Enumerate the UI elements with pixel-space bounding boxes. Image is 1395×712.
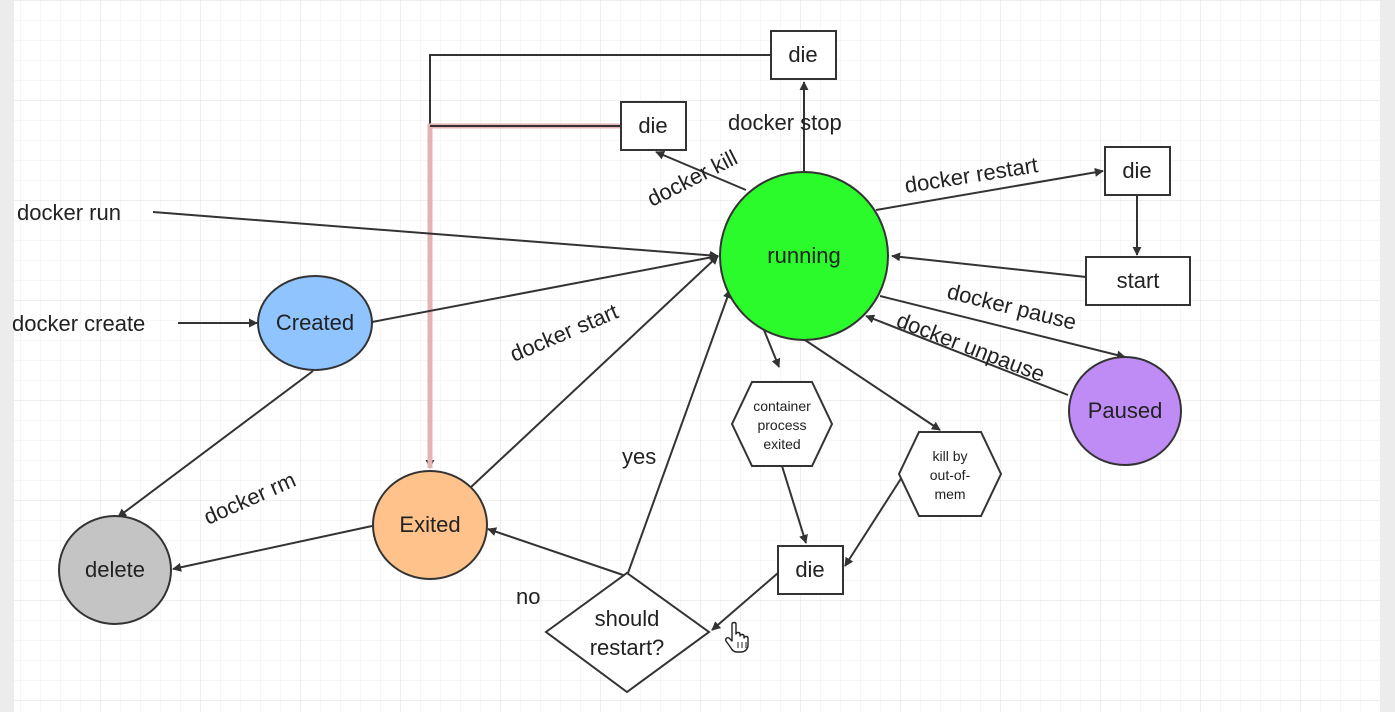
die-stop-box [770,30,837,80]
should-restart-diamond [544,571,711,694]
oom-line-2: out-of- [930,467,971,483]
die-bottom-box [777,545,844,595]
label-yes: yes [622,444,656,469]
grid-lines [14,0,1380,712]
delete-ellipse [58,515,172,625]
oom-line-3: mem [934,486,965,502]
die-kill-box [620,101,687,151]
should-restart-line-1: should [595,606,660,631]
edge-run-to-running [152,211,719,260]
label-no: no [516,584,540,609]
edge-start-to-running [891,252,1087,278]
state-created[interactable]: Created [257,275,373,371]
label-docker-create: docker create [12,311,145,336]
die-kill-label: die [638,113,667,138]
oom-hexagon [897,431,1003,517]
edge-paused-to-running [865,314,1069,396]
running-label: running [767,243,840,268]
edge-running-to-paused [879,295,1126,360]
edge-oom-to-die [844,476,903,567]
event-oom[interactable]: kill by out-of- mem [897,431,1003,517]
container-exited-hexagon [730,381,834,467]
decision-should-restart[interactable]: should restart? [544,571,711,694]
edge-exited-to-delete [172,525,373,572]
event-die-stop[interactable]: die [770,30,837,80]
edge-running-to-container-exited [763,329,781,368]
container-exited-line-2: process [757,417,806,433]
exited-label: Exited [399,512,460,537]
state-paused[interactable]: Paused [1068,356,1182,466]
edge-container-exited-to-die [781,465,808,544]
start-box [1085,256,1191,306]
label-docker-stop: docker stop [728,110,842,135]
label-docker-run: docker run [17,200,121,225]
edge-exited-to-running [469,255,719,489]
edge-running-to-die-restart [875,167,1104,211]
running-circle [719,171,889,341]
created-label: Created [276,310,354,335]
state-delete[interactable]: delete [58,515,172,625]
die-restart-box [1104,146,1171,196]
event-die-kill[interactable]: die [620,101,687,151]
die-restart-label: die [1122,158,1151,183]
event-die-bottom[interactable]: die [777,545,844,595]
delete-label: delete [85,557,145,582]
event-die-restart[interactable]: die [1104,146,1171,196]
edge-running-to-oom [804,339,941,431]
edge-no-to-exited [487,527,627,577]
oom-line-1: kill by [932,448,967,464]
die-bottom-label: die [795,557,824,582]
paused-ellipse [1068,356,1182,466]
die-stop-label: die [788,42,817,67]
edge-created-to-delete [117,370,314,518]
edge-die-to-should-restart [711,572,779,631]
created-ellipse [257,275,373,371]
state-running[interactable]: running [719,171,889,341]
edge-running-to-die-kill [655,151,747,191]
start-label: start [1117,268,1160,293]
state-exited[interactable]: Exited [372,470,488,580]
edge-yes-to-running [627,289,732,574]
event-container-exited[interactable]: container process exited [730,381,834,467]
hand-pointer-icon [725,621,749,653]
container-exited-line-3: exited [763,436,800,452]
exited-ellipse [372,470,488,580]
edge-created-to-running [371,253,719,323]
paused-label: Paused [1088,398,1163,423]
should-restart-line-2: restart? [590,635,665,660]
container-exited-line-1: container [753,398,811,414]
event-start[interactable]: start [1085,256,1191,306]
